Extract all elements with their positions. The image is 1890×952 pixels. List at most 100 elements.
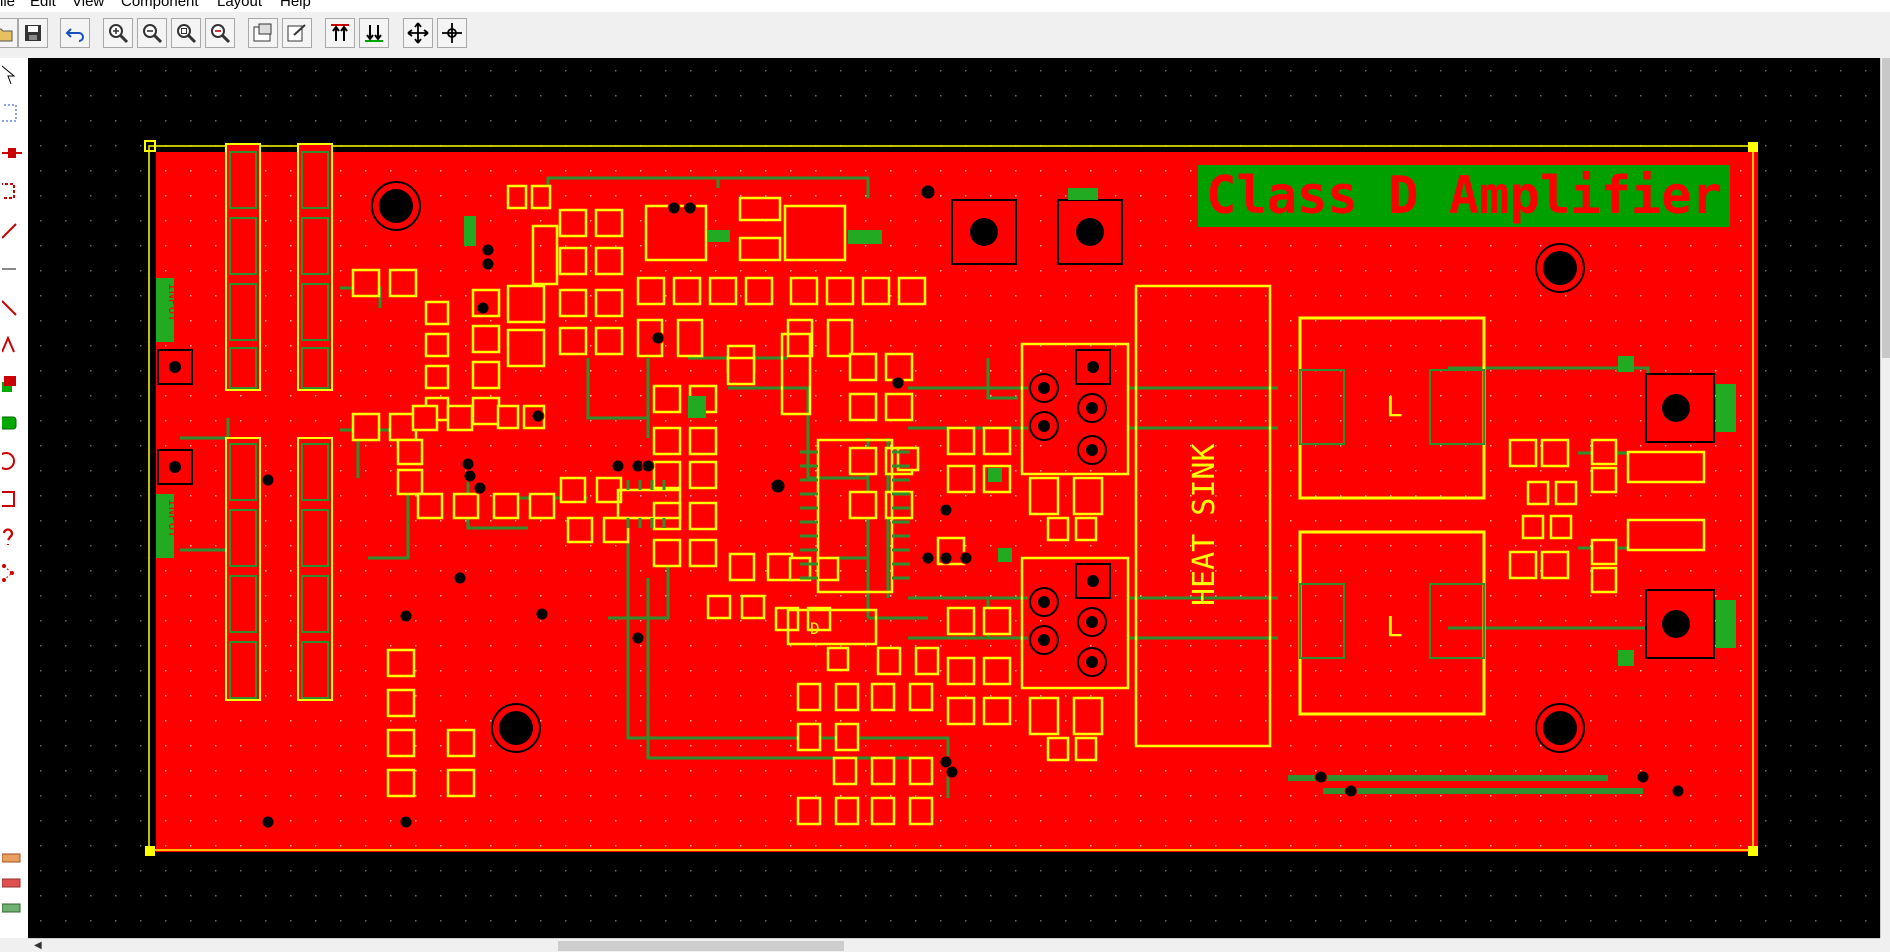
pad-tool[interactable] — [0, 176, 24, 206]
inductor[interactable]: L — [1298, 316, 1486, 500]
pointer-tool[interactable] — [0, 60, 24, 90]
smd-pads[interactable] — [351, 184, 1706, 826]
copper-pour-tool[interactable] — [0, 408, 24, 438]
zoom-in-button[interactable] — [103, 18, 133, 48]
layer-top-swatch[interactable] — [0, 848, 24, 868]
menu-component[interactable]: Component — [121, 0, 199, 10]
component-icon — [2, 148, 22, 158]
copper-pour-icon — [2, 416, 17, 430]
help-icon — [2, 528, 13, 545]
top-layer-button[interactable] — [325, 18, 355, 48]
inductor-label: L — [1386, 610, 1403, 643]
heat-sink-label: HEAT SINK — [1187, 443, 1222, 606]
layer-bottom-swatch[interactable] — [0, 873, 24, 893]
layer-top-icon — [2, 853, 21, 863]
pan-button[interactable] — [403, 18, 433, 48]
draw-tool[interactable] — [0, 293, 24, 323]
layer-silk-icon — [2, 903, 21, 913]
bottom-layer-icon — [365, 25, 383, 42]
center-icon — [442, 23, 462, 43]
preferences-button[interactable] — [282, 18, 312, 48]
horizontal-scrollbar[interactable]: ◀ — [28, 938, 1880, 952]
toolbar — [0, 12, 1890, 59]
vias — [261, 184, 1685, 829]
diode[interactable]: D — [786, 608, 878, 646]
ic-pins — [626, 450, 910, 580]
zoom-out-button[interactable] — [137, 18, 167, 48]
scroll-left-icon[interactable]: ◀ — [34, 940, 42, 951]
center-button[interactable] — [437, 18, 467, 48]
horizontal-scroll-thumb[interactable] — [558, 941, 844, 951]
bottom-long-traces — [1288, 775, 1643, 794]
layer-silk-swatch[interactable] — [0, 898, 24, 918]
inductor-label: L — [1386, 390, 1403, 423]
heat-sink[interactable]: HEAT SINK — [1134, 284, 1272, 748]
undo-button[interactable] — [60, 18, 90, 48]
draw-icon — [2, 300, 17, 316]
line-icon — [2, 268, 16, 270]
circle-icon — [2, 452, 15, 470]
menu-bar: ile Edit View Component Layout Help — [0, 0, 1890, 12]
component-tool[interactable] — [0, 138, 24, 168]
mosfet-package[interactable] — [1020, 342, 1130, 690]
track-icon — [2, 223, 17, 239]
diode-label: D — [810, 619, 820, 638]
vertical-scrollbar[interactable] — [1880, 58, 1890, 938]
menu-view[interactable]: View — [72, 0, 105, 10]
help-tool[interactable] — [0, 522, 24, 552]
menu-layout[interactable]: Layout — [217, 0, 263, 10]
menu-file[interactable]: ile — [0, 0, 16, 10]
output-connector[interactable] — [1618, 356, 1736, 443]
zoom-window-button[interactable] — [171, 18, 201, 48]
ic-package[interactable] — [531, 224, 894, 594]
mounting-hole[interactable] — [1535, 243, 1585, 293]
circle-tool[interactable] — [0, 446, 24, 476]
polygon-tool[interactable] — [0, 330, 24, 360]
zoom-in-icon — [109, 24, 129, 44]
select-area-icon — [2, 104, 17, 122]
polygon-icon — [2, 335, 15, 353]
open-icon — [0, 28, 13, 42]
mounting-hole[interactable] — [1535, 703, 1585, 753]
inductor[interactable]: L — [1298, 530, 1486, 716]
zoom-fit-button[interactable] — [205, 18, 235, 48]
undo-icon — [65, 28, 84, 42]
track-tool[interactable] — [0, 216, 24, 246]
power-terminal[interactable] — [951, 199, 1017, 265]
menu-help[interactable]: Help — [280, 0, 311, 10]
input-label-1: INPUT — [165, 283, 180, 322]
mounting-hole[interactable] — [491, 703, 541, 753]
menu-edit[interactable]: Edit — [30, 0, 56, 10]
zoom-out-icon — [143, 24, 163, 44]
save-icon — [25, 25, 41, 41]
component-labels — [464, 216, 1012, 562]
select-area-tool[interactable] — [0, 98, 24, 128]
board-title: Class D Amplifier — [1206, 166, 1722, 226]
pad-icon — [2, 183, 15, 199]
output-connector[interactable] — [1618, 589, 1736, 666]
pan-icon — [407, 22, 429, 44]
input-connector-2[interactable]: INPUT — [156, 449, 193, 558]
resistor-pads — [229, 151, 329, 699]
open-button[interactable] — [0, 18, 18, 48]
save-button[interactable] — [18, 18, 48, 48]
rectangle-tool[interactable] — [0, 484, 24, 514]
rectangle-icon — [2, 491, 15, 507]
node-tool[interactable] — [0, 558, 24, 588]
properties-icon — [253, 23, 272, 42]
vertical-scroll-thumb[interactable] — [1882, 58, 1890, 358]
bottom-layer-button[interactable] — [359, 18, 389, 48]
pcb-canvas[interactable]: Class D Amplifier — [28, 58, 1880, 938]
top-layer-icon — [331, 24, 349, 41]
input-connector-1[interactable]: INPUT — [156, 278, 193, 385]
preferences-icon — [287, 24, 306, 42]
power-terminal[interactable] — [1057, 188, 1123, 265]
fill-tool[interactable] — [0, 368, 24, 398]
mounting-hole[interactable] — [371, 181, 421, 231]
board-title-plate — [1198, 165, 1730, 227]
fill-icon — [2, 376, 16, 392]
layer-bottom-icon — [2, 878, 21, 888]
line-tool[interactable] — [0, 254, 24, 284]
properties-button[interactable] — [248, 18, 278, 48]
input-label-2: INPUT — [165, 499, 180, 538]
